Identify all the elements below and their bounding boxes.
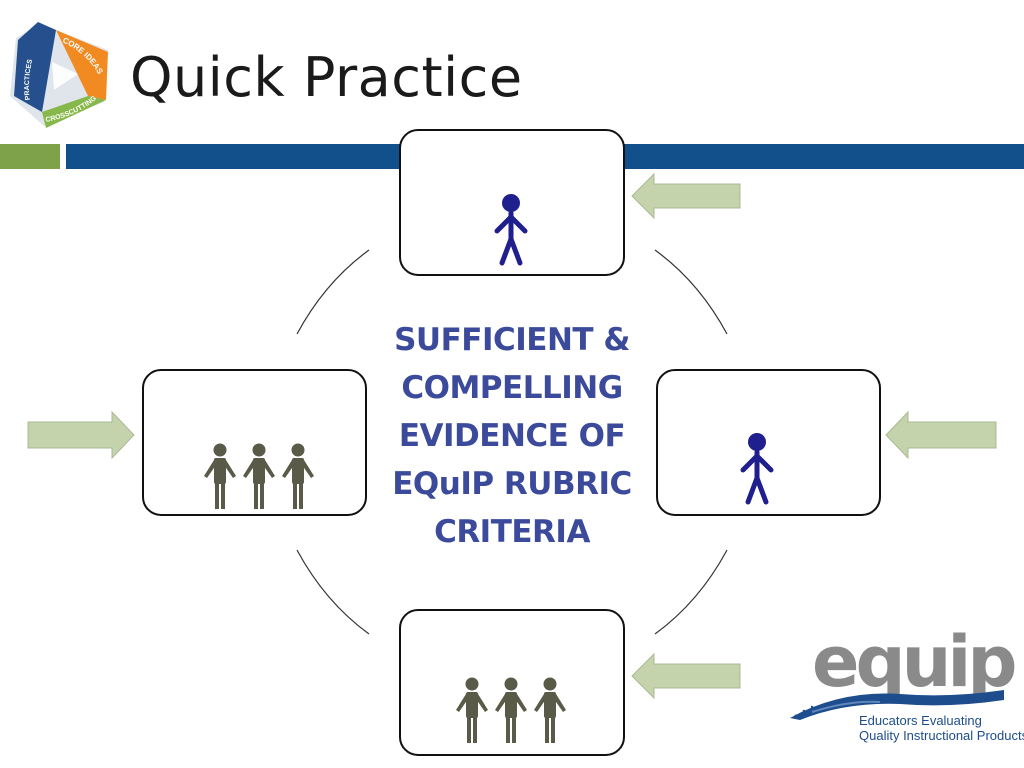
- page-title: Quick Practice: [130, 46, 523, 109]
- center-text-line: COMPELLING: [401, 370, 623, 406]
- center-evidence-text: SUFFICIENT & COMPELLING EVIDENCE OF EQuI…: [360, 316, 664, 556]
- center-text-line: EVIDENCE OF: [398, 418, 626, 454]
- center-text-line: SUFFICIENT &: [394, 322, 630, 358]
- single-person-icon: [740, 433, 774, 505]
- equip-tagline-line2: Quality Instructional Products: [859, 728, 1024, 743]
- node-left: [142, 369, 367, 516]
- arrow-left-right-pointing: [27, 410, 135, 460]
- equip-tagline: Educators Evaluating Quality Instruction…: [859, 713, 1024, 743]
- arrow-right-left-pointing: [885, 410, 997, 460]
- ring-arc-bottom-left: [296, 549, 370, 635]
- center-text-line: EQuIP RUBRIC: [392, 466, 632, 502]
- group-of-three-icon: [456, 677, 566, 743]
- equip-tagline-line1: Educators Evaluating: [859, 713, 982, 728]
- ring-arc-top-right: [654, 249, 728, 335]
- ring-arc-bottom-right: [654, 549, 728, 635]
- single-person-icon: [494, 194, 528, 266]
- header-accent-green-bar: [0, 144, 60, 169]
- arrow-bottom-left-pointing: [631, 652, 741, 700]
- arrow-top-left-pointing: [631, 172, 741, 220]
- group-of-three-icon: [204, 443, 314, 509]
- node-right: [656, 369, 881, 516]
- center-text-line: CRITERIA: [434, 514, 590, 550]
- ring-arc-top-left: [296, 249, 370, 335]
